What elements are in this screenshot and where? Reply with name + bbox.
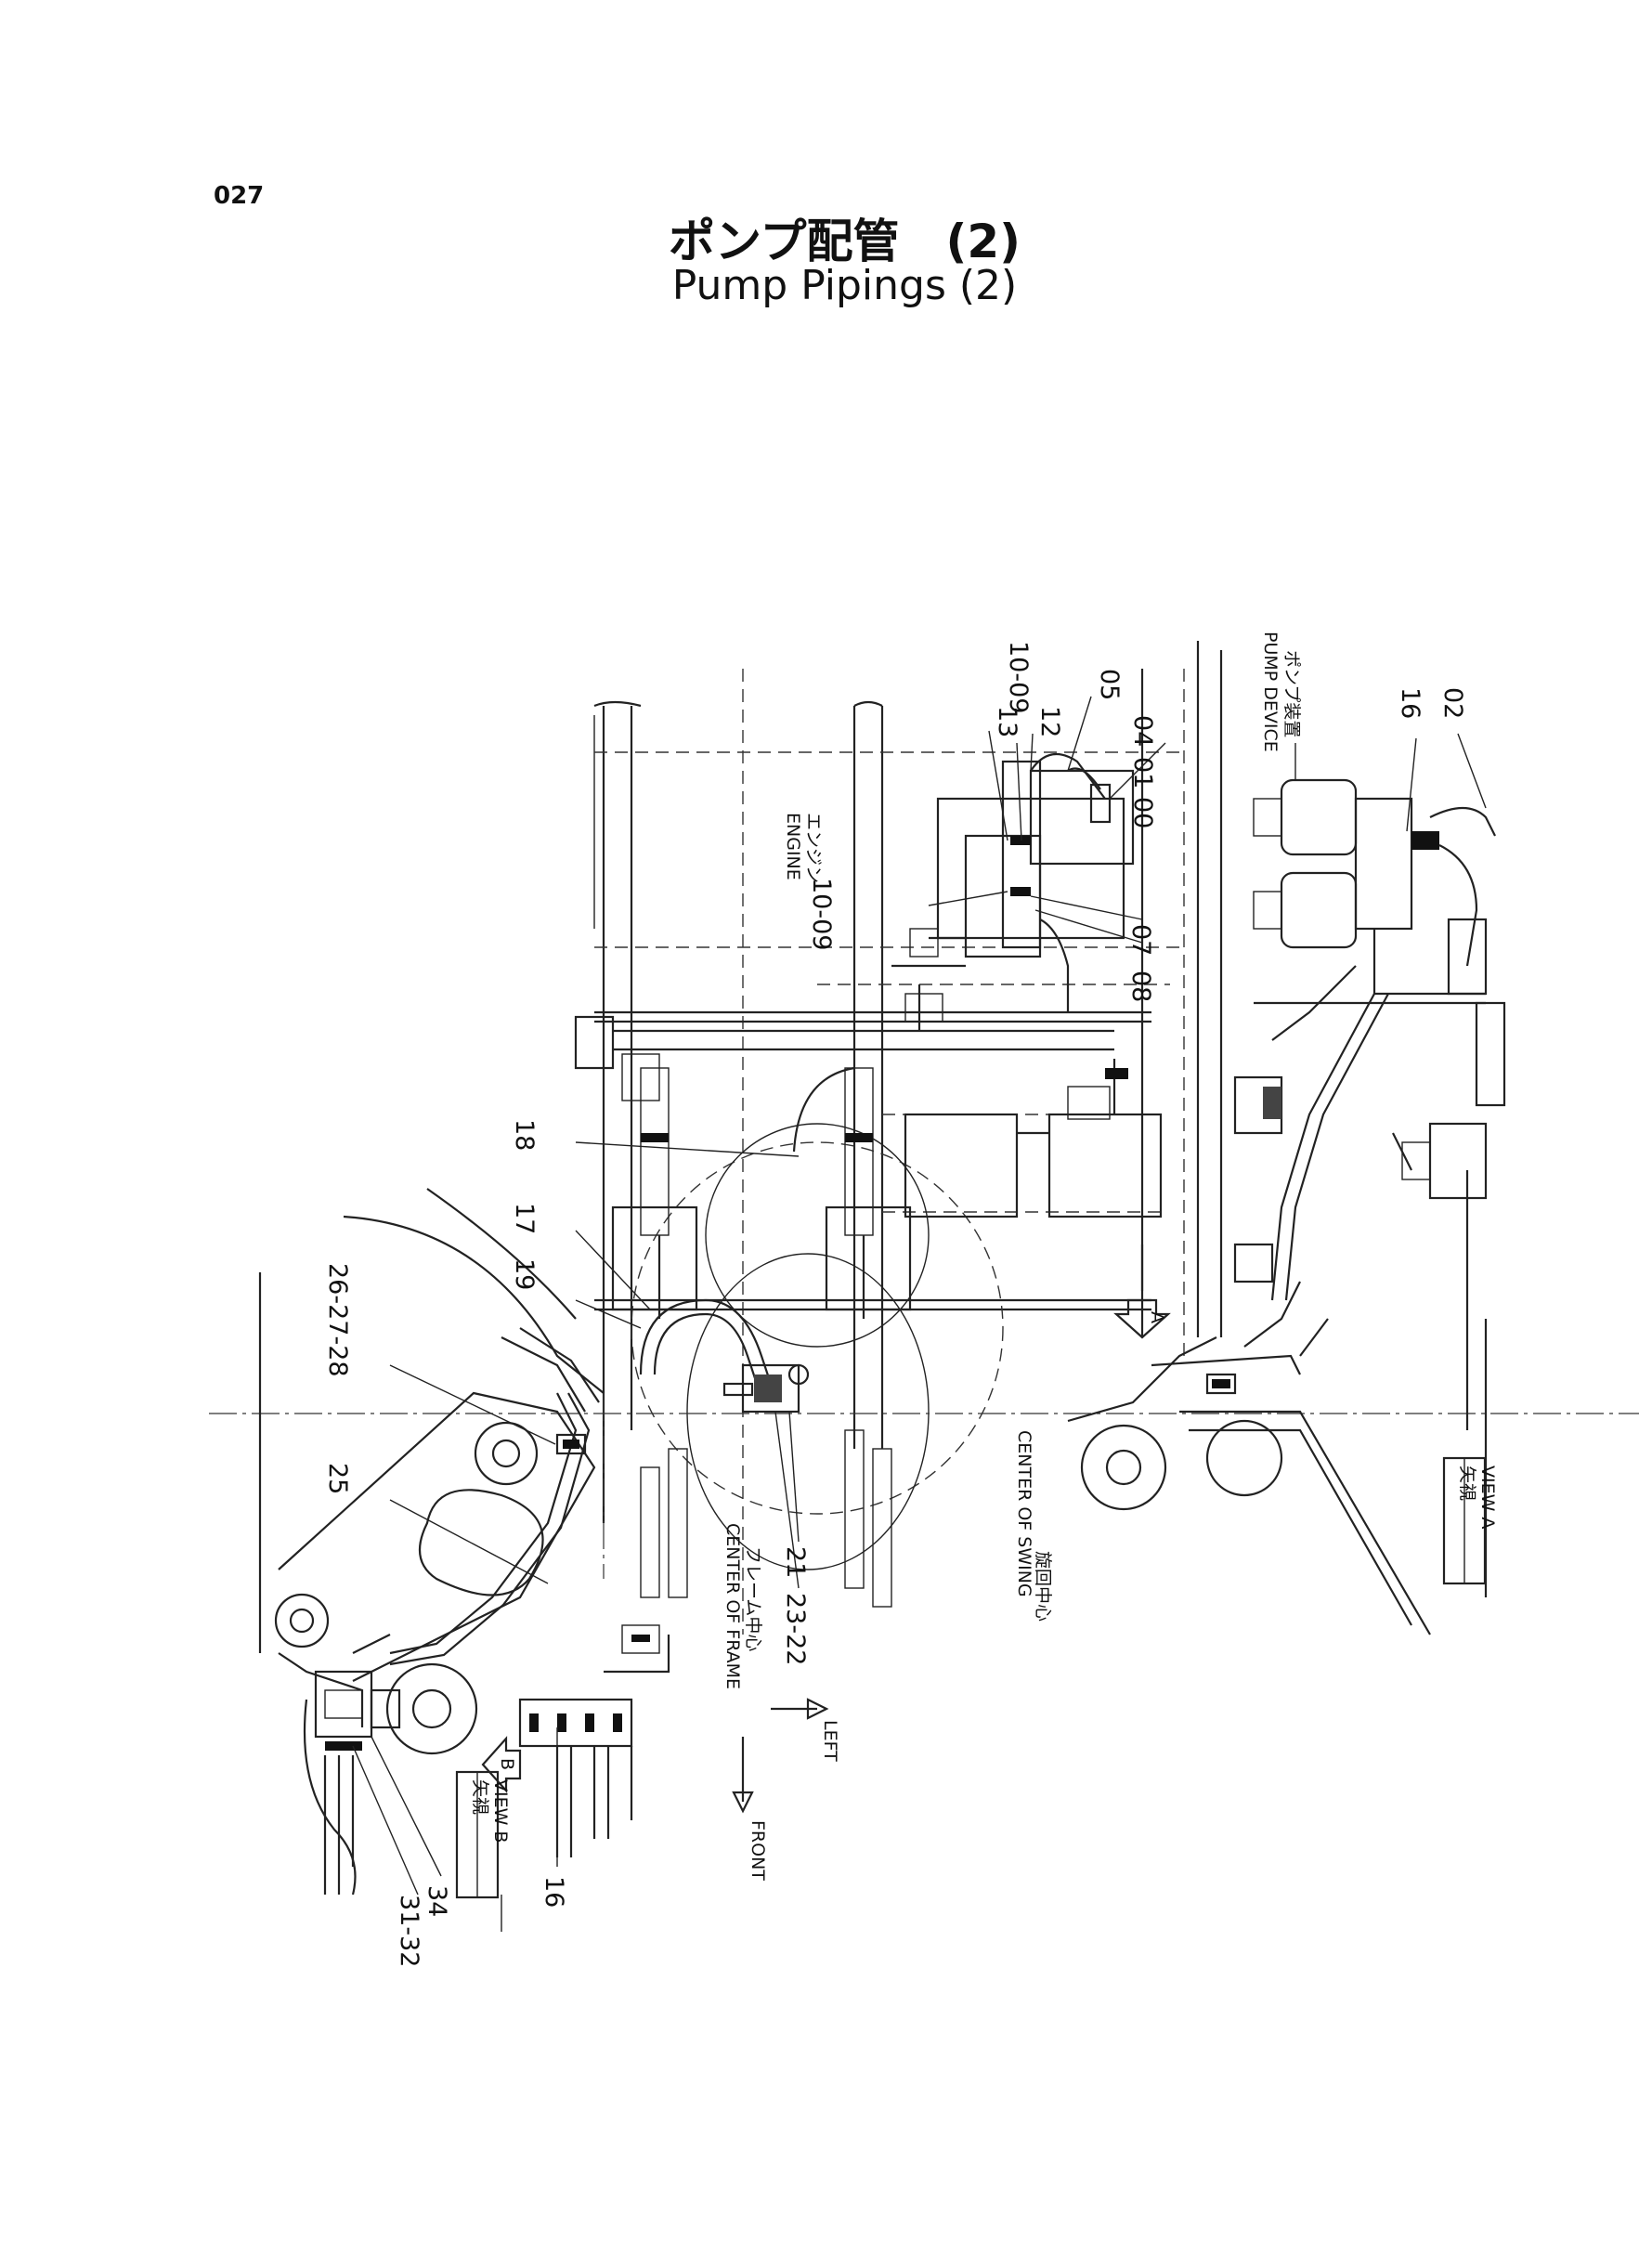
left-label: LEFT [820,1720,840,1762]
leader-lines [352,696,1487,1896]
callout-16-bottom: 16 [540,1876,568,1908]
swing-circle [631,1123,1004,1570]
callout-17: 17 [510,1203,539,1234]
pump-device-label-en: PUMP DEVICE [1260,632,1281,752]
callout-10-09-top: 10-09 [1004,641,1033,713]
view-a-tag-en: VIEW A [1477,1466,1498,1529]
frame-outline [593,641,1200,1635]
callout-01: 01 [1128,757,1157,788]
mid-pipes [574,1015,1163,1654]
direction-arrows [481,1298,1171,1814]
callout-34: 34 [423,1885,451,1917]
engine-label-en: ENGINE [783,813,803,880]
swing-center-label-jp: 旋回中心 [1033,1551,1053,1622]
callout-07: 07 [1126,924,1155,956]
callout-04: 04 [1128,715,1157,747]
callout-23-22: 23-22 [781,1593,810,1665]
view-b-tag-en: VIEW B [490,1779,511,1843]
callout-16-pump: 16 [1396,687,1424,719]
page-title-en: Pump Pipings (2) [671,262,1018,309]
frame-center-label-en: CENTER OF FRAME [722,1523,743,1689]
callout-19: 19 [510,1258,539,1290]
view-b-arrow-letter: B [497,1758,517,1770]
page-number: 027 [214,182,265,210]
page-title-jp: ポンプ配管 (2) [669,215,1021,268]
annotation-labels: エンジン ENGINE ポンプ装置 PUMP DEVICE フレーム中心 CEN… [722,632,1302,1881]
callout-00: 00 [1128,797,1157,828]
view-a-arrow-letter: A [1147,1311,1167,1323]
view-a-tag-jp: 矢視 [1457,1466,1477,1501]
callout-26-27-28: 26-27-28 [323,1263,352,1377]
swing-center-label-en: CENTER OF SWING [1014,1430,1034,1597]
callout-13: 13 [993,706,1021,737]
callout-12: 12 [1035,706,1064,737]
view-b-structure [258,1188,670,1932]
callout-labels: 13 10-09 12 05 04 01 00 07 08 10-09 16 0… [323,641,1467,1967]
callout-08: 08 [1126,971,1155,1002]
callout-02: 02 [1438,687,1467,719]
callout-31-32: 31-32 [395,1895,423,1967]
callout-25: 25 [323,1463,352,1494]
frame-center-label-jp: フレーム中心 [743,1546,763,1651]
engine-pipes [891,752,1112,1031]
view-a-tag: 矢視 VIEW A [1442,1456,1498,1585]
view-b-tag-jp: 矢視 [470,1779,490,1815]
view-b-tag: 矢視 VIEW B [455,1770,511,1899]
callout-21: 21 [781,1546,810,1578]
callout-10-09-mid: 10-09 [807,878,836,950]
view-a-structure [1067,650,1506,1635]
engine-label-jp: エンジン [803,813,824,883]
callout-05: 05 [1095,669,1124,700]
pump-device-label-jp: ポンプ装置 [1281,650,1302,737]
front-label: FRONT [748,1820,768,1881]
callout-18: 18 [510,1119,539,1151]
